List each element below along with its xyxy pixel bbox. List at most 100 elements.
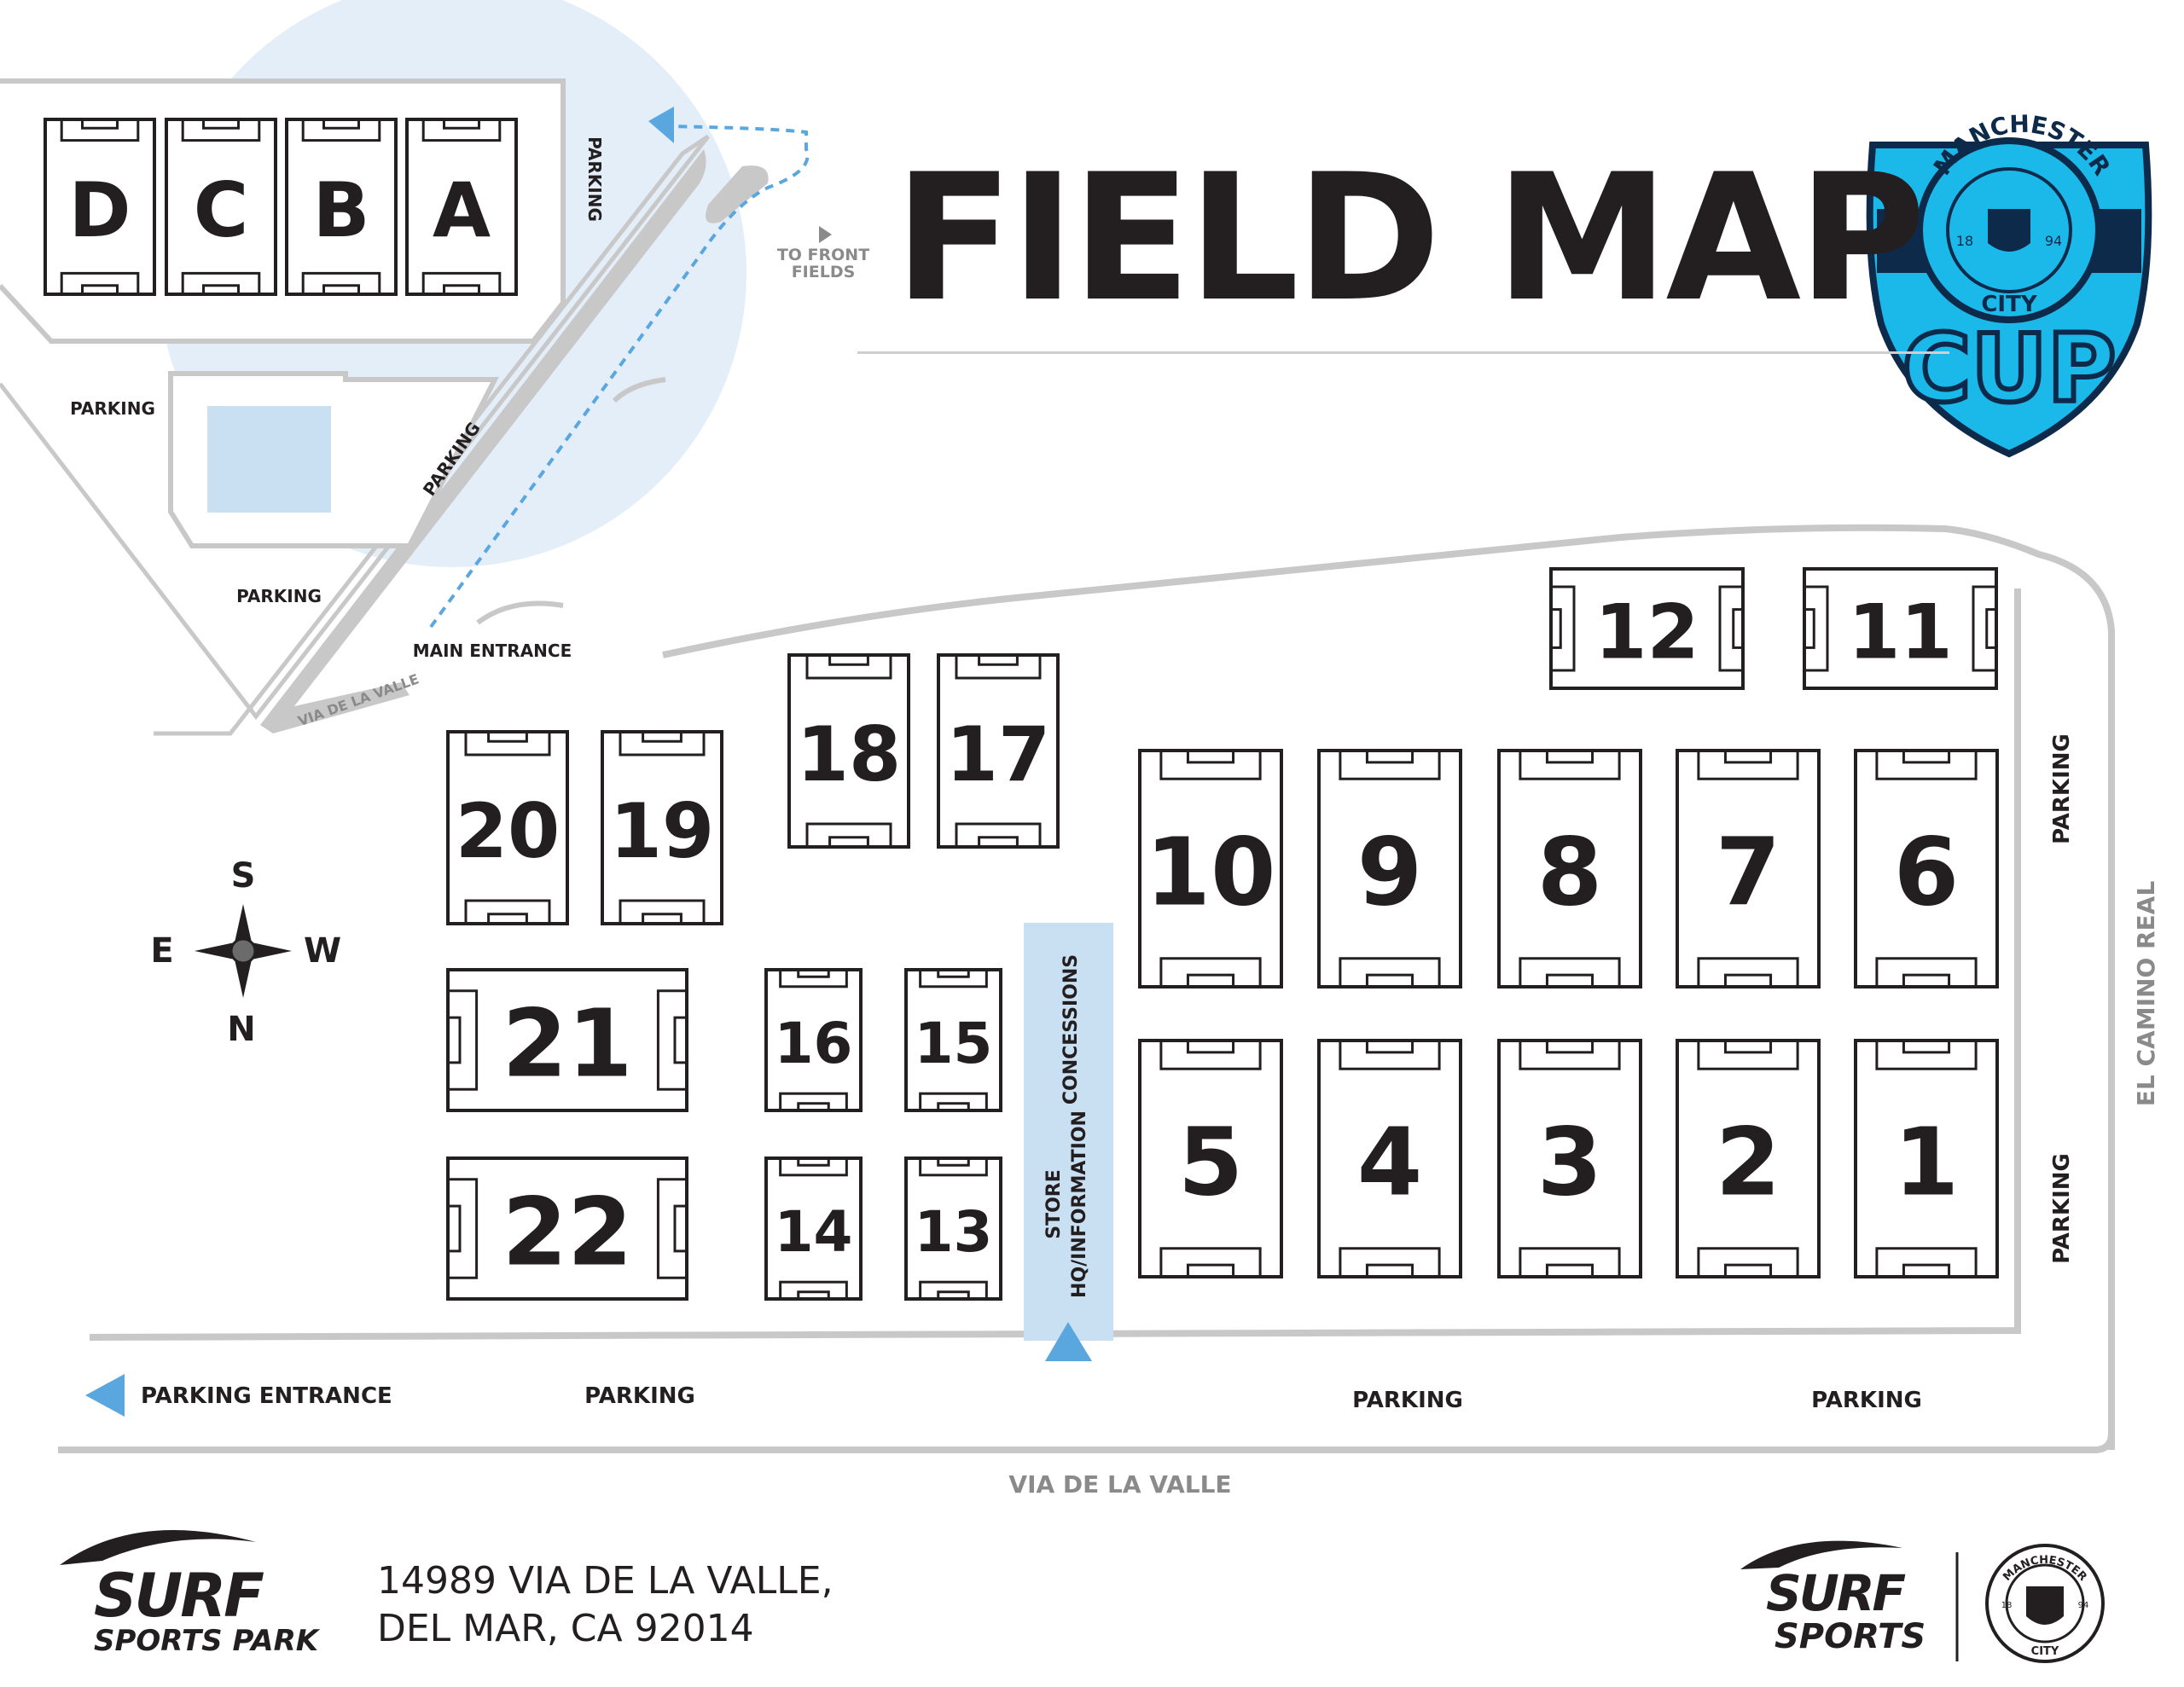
crest-year-left: 18 [2001,1601,2013,1610]
field-4-label: 4 [1357,1108,1423,1217]
store-label: STORE [1043,1169,1065,1239]
field-4[interactable]: 4 [1317,1039,1462,1278]
field-19-label: 19 [610,787,714,875]
field-13-label: 13 [915,1199,993,1265]
field-17-label: 17 [946,710,1050,798]
compass: S E W N [150,856,341,1049]
inset-field-a-label: A [433,166,491,254]
inset-parking-bottom-label: PARKING [236,586,322,606]
inset-road [260,149,706,733]
field-7-label: 7 [1716,818,1781,927]
parking-entrance-arrow-icon [85,1374,125,1417]
compass-needle-icon [235,904,252,948]
field-22-label: 22 [502,1178,632,1287]
field-6[interactable]: 6 [1854,749,1999,988]
manchester-city-cup-badge: MANCHESTER CITY 18 94 CUP [1866,110,2152,458]
field-3-label: 3 [1537,1108,1603,1217]
field-5-label: 5 [1178,1108,1244,1217]
inset-field-b[interactable]: B [285,118,398,296]
field-7[interactable]: 7 [1676,749,1821,988]
field-18-label: 18 [797,710,901,798]
to-front-fields-label-2: FIELDS [792,263,856,281]
field-16-label: 16 [775,1011,853,1076]
compass-south: S [231,856,256,896]
inset-road-outline [0,134,710,736]
surf-swoosh-icon [60,1529,256,1565]
parking-label-1: PARKING [584,1383,695,1409]
badge-shield-icon [1988,209,2030,252]
parking-label-3: PARKING [1811,1388,1922,1413]
complex-boundary [58,524,2115,1453]
field-10[interactable]: 10 [1138,749,1283,988]
field-10-label: 10 [1145,818,1275,927]
surf-sports-logo-sub: SPORTS [1774,1617,1926,1656]
field-12-label: 12 [1594,588,1699,676]
field-15-label: 15 [915,1011,993,1076]
field-12[interactable]: 12 [1549,567,1745,690]
field-20-label: 20 [456,787,560,875]
badge-ring-bottom: CITY [1981,292,2037,317]
main-entrance-label: MAIN ENTRANCE [413,641,572,661]
badge-cup-word: CUP [1902,314,2117,423]
surf-logo-sub: SPORTS PARK [94,1624,321,1658]
parking-right-bottom-label: PARKING [2049,1153,2075,1264]
parking-right-top-label: PARKING [2049,733,2075,844]
field-5[interactable]: 5 [1138,1039,1283,1278]
field-11-label: 11 [1848,588,1952,676]
inset-building [207,406,331,513]
field-14[interactable]: 14 [764,1157,863,1301]
compass-west: W [304,931,341,971]
crest-shield-icon [2026,1586,2064,1625]
inset-field-d[interactable]: D [44,118,156,296]
field-17[interactable]: 17 [937,653,1060,849]
field-3[interactable]: 3 [1497,1039,1642,1278]
field-21[interactable]: 21 [446,968,688,1112]
field-2[interactable]: 2 [1676,1039,1821,1278]
field-8[interactable]: 8 [1497,749,1642,988]
inset-parking-top-label: PARKING [584,136,605,222]
field-11[interactable]: 11 [1803,567,1998,690]
inset-parking-left-label: PARKING [70,398,155,419]
inset-field-b-label: B [312,166,369,254]
manchester-city-crest: MANCHESTER CITY 18 94 [1985,1544,2105,1663]
field-16[interactable]: 16 [764,968,863,1112]
inset-field-c[interactable]: C [165,118,277,296]
crest-text-bottom: CITY [2031,1645,2059,1658]
field-15[interactable]: 15 [904,968,1002,1112]
field-8-label: 8 [1537,818,1603,927]
surf-logo-word: SURF [94,1561,264,1631]
field-22[interactable]: 22 [446,1157,688,1301]
surf-sports-park-logo: SURF SPORTS PARK [60,1529,321,1658]
hq-information-label: HQ/INFORMATION [1069,1110,1090,1298]
parking-entrance-label: PARKING ENTRANCE [141,1383,392,1409]
surf-sports-logo: SURF SPORTS [1740,1540,1926,1656]
field-14-label: 14 [775,1199,853,1265]
field-21-label: 21 [502,989,632,1099]
compass-east: E [150,931,173,971]
route-arrow-icon [648,107,674,143]
el-camino-real-label: EL CAMINO REAL [2132,881,2160,1107]
field-18[interactable]: 18 [787,653,910,849]
field-1[interactable]: 1 [1854,1039,1999,1278]
field-9[interactable]: 9 [1317,749,1462,988]
concessions-label: CONCESSIONS [1060,954,1082,1104]
surf-sports-logo-word: SURF [1766,1564,1906,1622]
hq-entrance-arrow-icon [1045,1322,1092,1361]
to-front-fields-label-1: TO FRONT [777,246,869,264]
compass-north: N [227,1010,255,1049]
inset-field-c-label: C [194,166,249,254]
parking-label-2: PARKING [1352,1388,1463,1413]
field-9-label: 9 [1357,818,1423,927]
address-line-2: DEL MAR, CA 92014 [377,1607,754,1650]
field-6-label: 6 [1894,818,1960,927]
inset-field-a[interactable]: A [405,118,518,296]
route-to-front-fields [429,125,810,629]
field-13[interactable]: 13 [904,1157,1002,1301]
field-20[interactable]: 20 [446,730,569,925]
field-19[interactable]: 19 [601,730,723,925]
field-2-label: 2 [1716,1108,1781,1217]
address: 14989 VIA DE LA VALLE, DEL MAR, CA 92014 [377,1557,834,1653]
play-arrow-icon [819,226,832,243]
